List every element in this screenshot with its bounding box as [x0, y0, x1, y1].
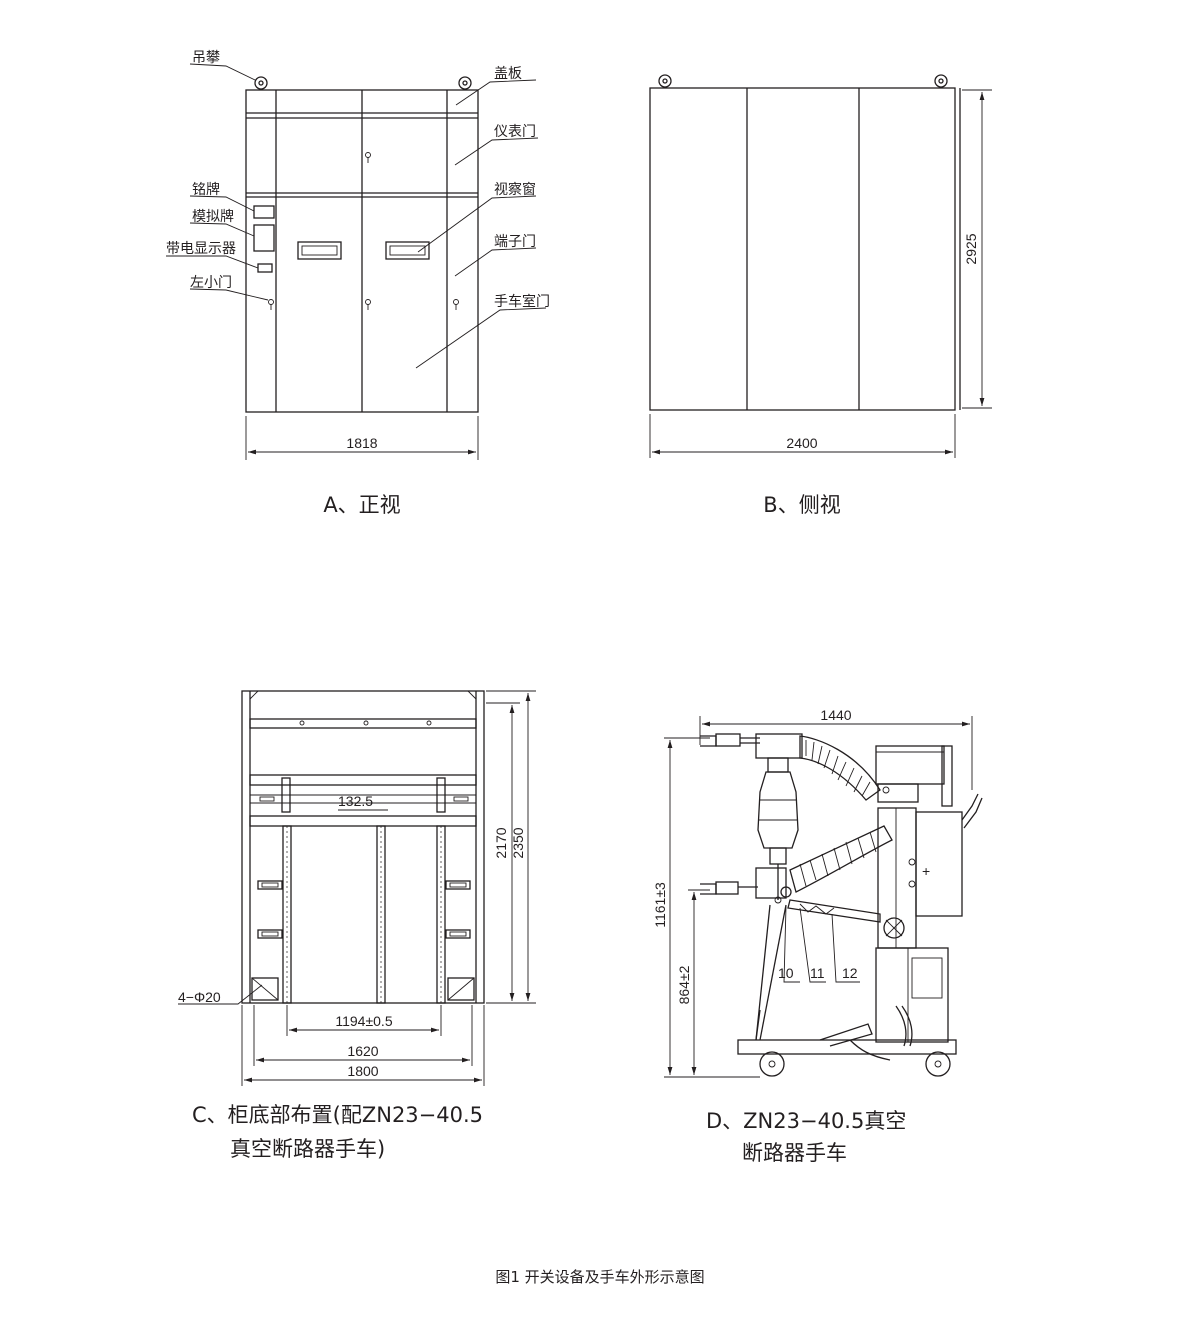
- dim-2170: 2170: [493, 827, 509, 858]
- dim-width-front: 1818: [346, 435, 377, 451]
- figure-title: 图1 开关设备及手车外形示意图: [495, 1268, 704, 1286]
- control-box: [915, 811, 963, 917]
- dim-height-side: 2925: [963, 233, 979, 264]
- callout-hoist: 吊攀: [192, 50, 220, 66]
- callout-meter-door: 仪表门: [494, 124, 536, 140]
- panel-b-side-view: 2925 2400 B、侧视: [649, 74, 992, 517]
- mimic-board: [253, 224, 275, 252]
- caption-side-view: B、侧视: [763, 493, 840, 517]
- lock-icon: [453, 299, 459, 310]
- lower-contact-arm: [700, 867, 792, 904]
- dim-1440: 1440: [820, 707, 851, 723]
- callout-mimic: 模拟牌: [192, 208, 234, 225]
- lower-insulator: [789, 825, 893, 893]
- view-window-left: [297, 241, 342, 260]
- panel-c-bottom-layout: 132.5 2170 2350 4−Φ20 1194±0.5 1620 1800…: [178, 690, 536, 1161]
- caption-bottom-layout-line1: C、柜底部布置(配ZN23−40.5: [192, 1103, 483, 1127]
- view-window-right: [385, 241, 430, 260]
- callout-cover: 盖板: [494, 66, 522, 82]
- panel-a-front-view: 吊攀 盖板 仪表门 铭牌 模拟牌 带电显示器 左小门 视察窗 端子门 手车室门 …: [166, 50, 550, 517]
- part-10-label: 10: [778, 965, 794, 981]
- callout-leaders: [166, 63, 547, 369]
- cabinet-side-outline: [649, 87, 956, 411]
- caption-bottom-layout-line2: 真空断路器手车): [230, 1137, 385, 1161]
- dim-1194: 1194±0.5: [335, 1013, 392, 1029]
- callout-truck-door: 手车室门: [494, 293, 550, 310]
- caption-breaker-truck-line1: D、ZN23−40.5真空: [706, 1109, 906, 1133]
- dim-1161: 1161±3: [652, 882, 668, 928]
- live-indicator: [257, 263, 273, 273]
- lock-icon: [365, 299, 371, 310]
- svg-text:+: +: [922, 863, 930, 879]
- operating-linkage: [755, 899, 881, 1041]
- mounting-hole: [447, 977, 475, 1001]
- caption-breaker-truck-line2: 断路器手车: [742, 1141, 847, 1165]
- dim-2350: 2350: [510, 827, 526, 858]
- callout-live-indicator: 带电显示器: [166, 241, 236, 257]
- panel-d-breaker-truck: 1440 1161±3 864±2: [652, 707, 983, 1165]
- upper-contact-arm: [700, 733, 881, 801]
- part-11-label: 11: [810, 965, 825, 981]
- part-12-label: 12: [842, 965, 858, 981]
- lock-icon: [365, 152, 371, 163]
- hoist-ring-right: [458, 76, 472, 90]
- mechanism-frame: +: [875, 745, 983, 1047]
- mounting-hole: [251, 977, 279, 1001]
- caption-front-view: A、正视: [323, 493, 400, 517]
- hoist-ring-left: [658, 74, 672, 88]
- vacuum-interrupter: [757, 757, 799, 900]
- hoist-ring-left: [254, 76, 268, 90]
- dim-width-side: 2400: [786, 435, 817, 451]
- wheel-icon: [925, 1051, 951, 1077]
- cabinet-bottom-outline: [241, 690, 485, 1004]
- dim-864: 864±2: [676, 965, 692, 1004]
- dim-132-5: 132.5: [338, 793, 373, 809]
- dim-holes: 4−Φ20: [178, 989, 221, 1005]
- nameplate: [253, 205, 275, 219]
- callout-terminal-door: 端子门: [494, 234, 536, 250]
- truck-chassis: [737, 1009, 957, 1061]
- dim-1800: 1800: [347, 1063, 378, 1079]
- callout-nameplate: 铭牌: [192, 181, 220, 198]
- lock-icon: [268, 299, 274, 310]
- callout-left-small-door: 左小门: [190, 275, 232, 291]
- dim-1620: 1620: [347, 1043, 378, 1059]
- hoist-ring-right: [934, 74, 948, 88]
- callout-view-window: 视察窗: [494, 181, 536, 198]
- wheel-icon: [759, 1051, 785, 1077]
